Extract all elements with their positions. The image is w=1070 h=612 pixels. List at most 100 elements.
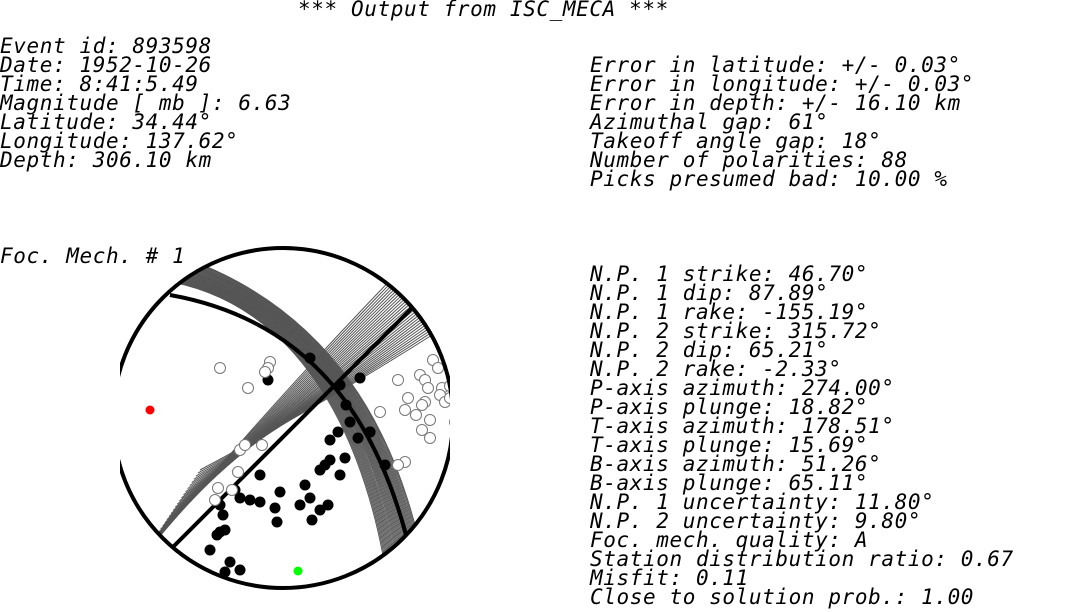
azimuthal-gap-line: Azimuthal gap: 61° bbox=[590, 110, 829, 134]
compression-marker bbox=[379, 459, 391, 471]
compression-marker bbox=[224, 556, 236, 568]
mech-line: N.P. 2 dip: 65.21° bbox=[590, 338, 829, 362]
error-longitude-line: Error in longitude: +/- 0.03° bbox=[590, 72, 975, 96]
error-latitude-line: Error in latitude: +/- 0.03° bbox=[590, 53, 961, 77]
compression-marker bbox=[294, 499, 306, 511]
picks-bad-line: Picks presumed bad: 10.00 % bbox=[590, 167, 948, 191]
compression-marker bbox=[234, 492, 246, 504]
compression-marker bbox=[217, 509, 229, 521]
dilatation-marker bbox=[402, 392, 414, 404]
dilatation-marker bbox=[232, 466, 244, 478]
mech-line: N.P. 2 uncertainty: 9.80° bbox=[590, 509, 922, 533]
mech-line: P-axis plunge: 18.82° bbox=[590, 395, 869, 419]
compression-marker bbox=[339, 452, 351, 464]
compression-marker bbox=[324, 454, 336, 466]
mech-line: N.P. 2 rake: -2.33° bbox=[590, 357, 842, 381]
mech-line: Station distribution ratio: 0.67 bbox=[590, 547, 1014, 571]
mech-line: N.P. 2 strike: 315.72° bbox=[590, 319, 882, 343]
dilatation-marker bbox=[449, 418, 450, 426]
mech-line: N.P. 1 dip: 87.89° bbox=[590, 281, 829, 305]
mech-line: Close to solution prob.: 1.00 bbox=[590, 585, 975, 609]
date-line: Date: 1952-10-26 bbox=[0, 53, 212, 77]
compression-marker bbox=[304, 492, 316, 504]
dilatation-marker bbox=[214, 362, 226, 374]
compression-marker bbox=[322, 499, 334, 511]
mech-line: N.P. 1 strike: 46.70° bbox=[590, 262, 869, 286]
alt-plane-line bbox=[168, 298, 420, 517]
dilatation-marker bbox=[374, 406, 386, 418]
compression-marker bbox=[306, 514, 318, 526]
dilatation-marker bbox=[259, 366, 271, 378]
mech-line: T-axis plunge: 15.69° bbox=[590, 433, 869, 457]
alt-plane-line bbox=[179, 308, 427, 502]
depth-line: Depth: 306.10 km bbox=[0, 148, 212, 172]
alt-plane-line bbox=[197, 327, 439, 474]
nodal-plane-2 bbox=[169, 293, 422, 588]
compression-marker bbox=[364, 426, 376, 438]
dilatation-marker bbox=[392, 374, 404, 386]
compression-marker bbox=[352, 432, 364, 444]
dilatation-marker bbox=[399, 404, 411, 416]
longitude-line: Longitude: 137.62° bbox=[0, 129, 239, 153]
compression-marker bbox=[354, 372, 366, 384]
alt-plane-line bbox=[181, 310, 428, 499]
alt-plane-line bbox=[199, 329, 441, 471]
dilatation-marker bbox=[226, 484, 238, 496]
mech-line: Misfit: 0.11 bbox=[590, 566, 749, 590]
dilatation-marker bbox=[239, 439, 251, 451]
num-polarities-line: Number of polarities: 88 bbox=[590, 148, 908, 172]
alt-plane-line bbox=[183, 313, 430, 496]
compression-marker bbox=[344, 416, 356, 428]
mechanism-params-block: N.P. 1 strike: 46.70°N.P. 1 dip: 87.89°N… bbox=[590, 262, 1014, 609]
alt-plane-line bbox=[170, 300, 422, 514]
takeoff-gap-line: Takeoff angle gap: 18° bbox=[590, 129, 882, 153]
compression-marker bbox=[334, 469, 346, 481]
compression-marker bbox=[324, 434, 336, 446]
t-axis-marker bbox=[293, 566, 303, 576]
compression-marker bbox=[274, 486, 286, 498]
time-line: Time: 8:41:5.49 bbox=[0, 72, 199, 96]
nodal-plane-1 bbox=[148, 298, 422, 572]
dilatation-marker bbox=[416, 399, 428, 411]
dilatation-marker bbox=[432, 362, 444, 374]
alternative-planes bbox=[139, 259, 441, 588]
compression-marker bbox=[299, 479, 311, 491]
alt-plane-line bbox=[176, 306, 426, 505]
magnitude-line: Magnitude [ mb ]: 6.63 bbox=[0, 91, 292, 115]
alt-plane-line bbox=[174, 304, 424, 508]
page-title: *** Output from ISC_MECA *** bbox=[298, 0, 669, 21]
compression-marker bbox=[314, 504, 326, 516]
dilatation-marker bbox=[410, 409, 422, 421]
p-axis-marker bbox=[145, 405, 155, 415]
mech-line: B-axis plunge: 65.11° bbox=[590, 471, 869, 495]
dilatation-marker bbox=[392, 459, 404, 471]
compression-marker bbox=[334, 379, 346, 391]
compression-marker bbox=[269, 502, 281, 514]
mech-line: N.P. 1 rake: -155.19° bbox=[590, 300, 869, 324]
dilatation-marker bbox=[422, 382, 434, 394]
compression-marker bbox=[234, 564, 246, 576]
dilatation-marker bbox=[424, 432, 436, 444]
error-depth-line: Error in depth: +/- 16.10 km bbox=[590, 91, 961, 115]
compression-marker bbox=[271, 516, 283, 528]
alt-plane-line bbox=[185, 315, 431, 493]
compression-marker bbox=[254, 496, 266, 508]
mech-line: T-axis azimuth: 178.51° bbox=[590, 414, 895, 438]
dilatation-marker bbox=[424, 414, 436, 426]
dilatation-marker bbox=[416, 424, 428, 436]
compression-marker bbox=[244, 494, 256, 506]
nodal-planes bbox=[148, 293, 422, 588]
compression-marker bbox=[214, 526, 226, 538]
beachball-plot bbox=[120, 246, 450, 590]
compression-marker bbox=[204, 544, 216, 556]
mech-line: N.P. 1 uncertainty: 11.80° bbox=[590, 490, 935, 514]
error-info-block: Error in latitude: +/- 0.03°Error in lon… bbox=[590, 53, 975, 191]
dilatation-marker bbox=[256, 439, 268, 451]
event-id-line: Event id: 893598 bbox=[0, 34, 212, 58]
compression-marker bbox=[332, 426, 344, 438]
alt-plane-curve bbox=[159, 279, 391, 588]
compression-marker bbox=[304, 352, 316, 364]
mech-line: Foc. mech. quality: A bbox=[590, 528, 869, 552]
alt-plane-line bbox=[187, 317, 433, 490]
